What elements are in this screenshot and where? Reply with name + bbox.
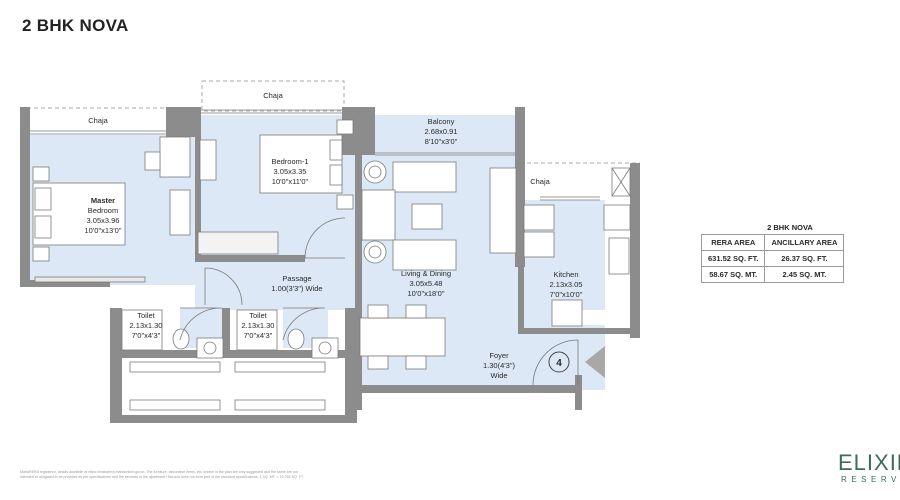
label-living-dining-metric: 3.05x5.48	[410, 279, 443, 288]
label-toilet-2-metric: 2.13x1.30	[242, 321, 275, 330]
label-balcony: Balcony	[428, 117, 455, 126]
label-toilet-1-imperial: 7'0"x4'3"	[132, 331, 161, 340]
label-balcony-imperial: 8'10"x3'0"	[425, 137, 458, 146]
label-chaja-top: Chaja	[263, 91, 283, 100]
furniture	[32, 119, 631, 411]
label-foyer-width: 1.30(4'3")	[483, 361, 516, 370]
label-toilet-2-imperial: 7'0"x4'3"	[244, 331, 273, 340]
plan-title: 2 BHK NOVA	[22, 16, 129, 35]
label-kitchen-metric: 2.13x3.05	[550, 280, 583, 289]
header-rera-area: RERA AREA	[700, 234, 766, 251]
area-table: RERA AREA ANCILLARY AREA 631.52 SQ. FT. …	[700, 234, 845, 283]
rera-area-sqft: 631.52 SQ. FT.	[700, 250, 766, 267]
label-chaja-left: Chaja	[88, 116, 108, 125]
label-passage: Passage	[282, 274, 311, 283]
label-kitchen: Kitchen	[553, 270, 578, 279]
header-ancillary-area: ANCILLARY AREA	[764, 234, 845, 251]
entrance-number: 4	[556, 358, 562, 369]
area-table-row: 631.52 SQ. FT. 26.37 SQ. FT.	[700, 250, 845, 267]
area-table-header-row: RERA AREA ANCILLARY AREA	[700, 234, 845, 251]
brand-subtitle: RESERVE	[841, 475, 900, 484]
label-passage-width: 1.00(3'3") Wide	[271, 284, 322, 293]
label-balcony-metric: 2.68x0.91	[425, 127, 458, 136]
label-master-bedroom-metric: 3.05x3.96	[87, 216, 120, 225]
disclaimer-line-2: intended or obligated to be provided as …	[20, 475, 304, 479]
label-master-bedroom-imperial: 10'0"x13'0"	[85, 226, 122, 235]
label-foyer-suffix: Wide	[490, 371, 507, 380]
area-table-caption: 2 BHK NOVA	[767, 223, 813, 232]
label-bedroom-1-metric: 3.05x3.35	[274, 167, 307, 176]
entrance-arrow-icon	[585, 346, 605, 378]
ancillary-area-sqmt: 2.45 SQ. MT.	[764, 266, 845, 283]
label-toilet-1: Toilet	[137, 311, 155, 320]
label-bedroom-1: Bedroom-1	[271, 157, 308, 166]
entrance-marker	[548, 346, 605, 378]
label-master-bedroom-line1: Master	[91, 196, 115, 205]
walls	[20, 107, 640, 423]
label-toilet-2: Toilet	[249, 311, 267, 320]
label-bedroom-1-imperial: 10'0"x11'0"	[272, 177, 309, 186]
disclaimer: MahaRERA registered, details available a…	[20, 470, 620, 480]
label-toilet-1-metric: 2.13x1.30	[130, 321, 163, 330]
chaja-outlines	[20, 80, 640, 164]
disclaimer-line-1: MahaRERA registered, details available a…	[20, 470, 298, 474]
label-foyer: Foyer	[489, 351, 509, 360]
windows	[30, 109, 600, 201]
label-master-bedroom-line2: Bedroom	[88, 206, 118, 215]
label-kitchen-imperial: 7'0"x10'0"	[550, 290, 583, 299]
ancillary-area-sqft: 26.37 SQ. FT.	[764, 250, 845, 267]
label-living-dining-imperial: 10'0"x18'0"	[408, 289, 445, 298]
area-table-row: 58.67 SQ. MT. 2.45 SQ. MT.	[700, 266, 845, 283]
label-chaja-kitchen: Chaja	[530, 177, 550, 186]
chaja-fills	[30, 110, 604, 197]
door-swings	[179, 217, 579, 386]
rera-area-sqmt: 58.67 SQ. MT.	[700, 266, 766, 283]
label-living-dining: Living & Dining	[401, 269, 451, 278]
